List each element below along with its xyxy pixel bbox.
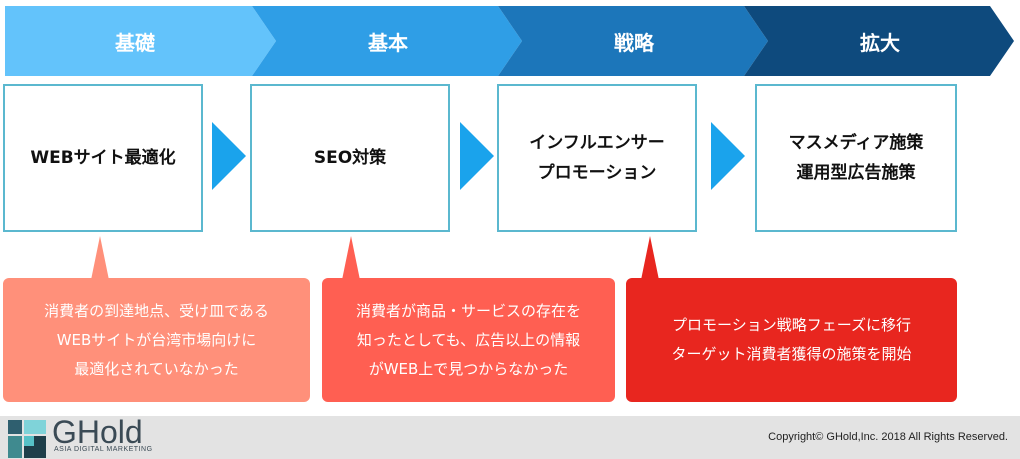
note-text: 最適化されていなかった	[74, 359, 239, 378]
note-text: WEBサイトが台湾市場向けに	[56, 330, 257, 349]
step-box-influencer: インフルエンサー プロモーション	[497, 84, 697, 232]
note-text: ターゲット消費者獲得の施策を開始	[671, 345, 912, 363]
step-text: マスメディア施策	[788, 133, 924, 153]
ghold-logo-icon	[8, 420, 46, 458]
stage-chevron-4	[744, 6, 1014, 76]
stage-chevron-1	[5, 6, 276, 76]
note-text: がWEB上で見つからなかった	[368, 359, 569, 378]
step-box-web-optimization: WEBサイト最適化	[3, 84, 203, 232]
stage-chevron-3	[498, 6, 768, 76]
note-text: プロモーション戦略フェーズに移行	[672, 316, 911, 334]
stage-label-3: 戦略	[614, 30, 654, 55]
note-text: 消費者の到達地点、受け皿である	[44, 301, 269, 320]
logo-tagline: ASIA DIGITAL MARKETING	[54, 446, 153, 453]
footer-bar	[0, 416, 1020, 459]
step-text: SEO対策	[313, 148, 387, 168]
stage-label-1: 基礎	[115, 30, 155, 55]
stage-chevron-2	[252, 6, 522, 76]
step-text: プロモーション	[537, 163, 657, 183]
note-text: 消費者が商品・サービスの存在を	[355, 301, 581, 320]
stage-label-2: 基本	[368, 30, 408, 55]
step-text: WEBサイト最適化	[30, 148, 176, 168]
copyright-text: Copyright© GHold,Inc. 2018 All Rights Re…	[768, 431, 1008, 443]
stage-banner	[5, 6, 1014, 76]
note-bubble-2: 消費者が商品・サービスの存在を 知ったとしても、広告以上の情報 がWEB上で見つ…	[322, 236, 615, 402]
note-bubble-3: プロモーション戦略フェーズに移行 ターゲット消費者獲得の施策を開始	[626, 236, 957, 402]
step-text: インフルエンサー	[529, 133, 665, 153]
note-bubble-1: 消費者の到達地点、受け皿である WEBサイトが台湾市場向けに 最適化されていなか…	[3, 236, 310, 402]
note-text: 知ったとしても、広告以上の情報	[356, 330, 581, 349]
flow-arrow-icon	[711, 122, 745, 190]
step-text: 運用型広告施策	[796, 163, 916, 183]
step-box-seo: SEO対策	[250, 84, 450, 232]
step-box-mass-media: マスメディア施策 運用型広告施策	[755, 84, 957, 232]
flow-arrow-icon	[212, 122, 246, 190]
logo-wordmark: GHold	[52, 414, 143, 450]
flow-arrow-icon	[460, 122, 494, 190]
stage-label-4: 拡大	[860, 30, 900, 55]
